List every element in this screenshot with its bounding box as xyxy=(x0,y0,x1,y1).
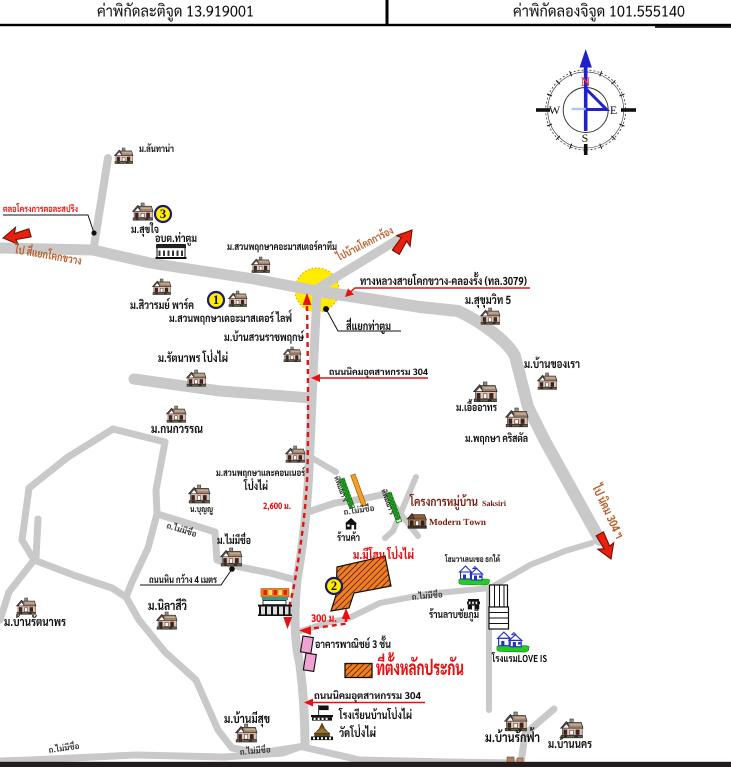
svg-text:N: N xyxy=(581,75,590,89)
svg-text:S: S xyxy=(582,131,589,145)
svg-text:1: 1 xyxy=(213,293,219,307)
svg-text:2: 2 xyxy=(331,579,337,593)
svg-text:W: W xyxy=(549,103,561,117)
svg-text:3: 3 xyxy=(160,207,166,221)
svg-text:E: E xyxy=(610,103,617,117)
